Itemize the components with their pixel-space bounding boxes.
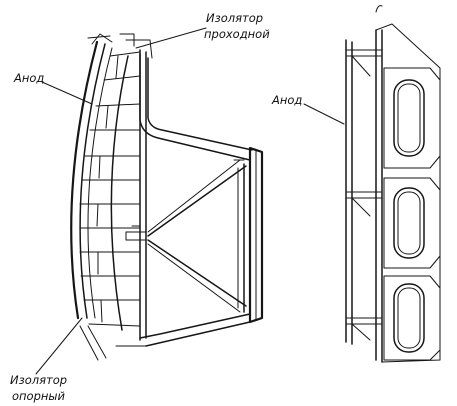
feedthrough-conduit	[119, 33, 253, 161]
anode-plate-left	[70, 33, 113, 320]
label-support-1: Изолятор	[10, 373, 67, 387]
label-anode-right: Анод	[271, 93, 302, 107]
leader-anode-left	[41, 81, 93, 105]
anode-plate-right	[345, 39, 353, 345]
side-connectors	[345, 49, 383, 341]
label-anode-left: Анод	[13, 71, 44, 85]
leader-lines	[35, 27, 345, 375]
lead-wire	[375, 5, 383, 13]
label-feedthrough-2: проходной	[204, 27, 270, 41]
inner-frame-arc	[110, 55, 129, 331]
right-side-view	[345, 5, 441, 363]
label-support-2: опорный	[12, 389, 65, 403]
support-insulator-bottom	[79, 325, 107, 361]
vertical-frame	[139, 49, 147, 341]
bottom-base	[115, 313, 251, 347]
label-feedthrough-1: Изолятор	[206, 11, 263, 25]
leader-anode-right	[303, 103, 345, 125]
truss-bracing	[147, 159, 247, 313]
side-frame	[375, 23, 441, 363]
support-insulator-center	[125, 225, 147, 241]
leader-feedthrough	[135, 27, 207, 49]
left-assembly-view	[70, 33, 264, 361]
end-plate	[248, 146, 264, 324]
oval-insulators	[383, 67, 441, 361]
radial-ribs	[79, 51, 141, 327]
leader-support	[35, 317, 83, 375]
